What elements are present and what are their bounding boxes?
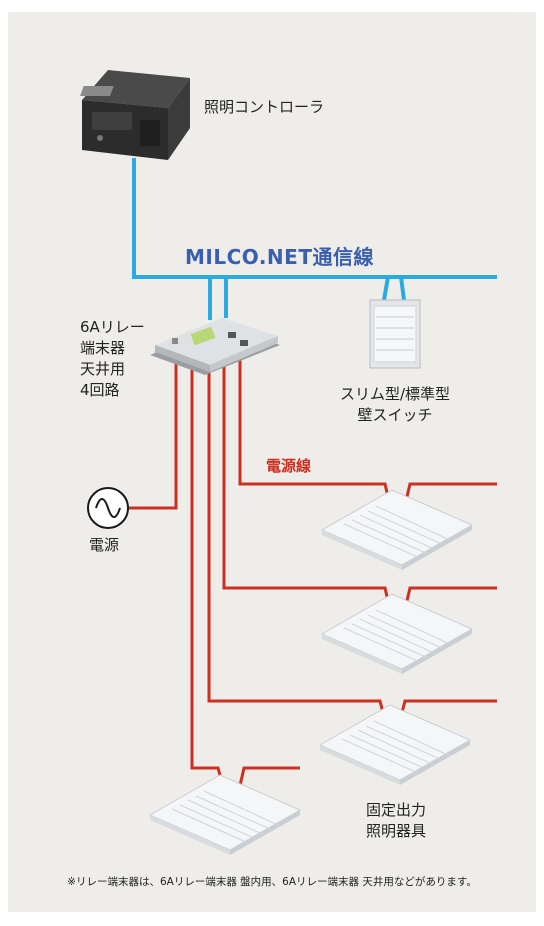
power-source-symbol	[87, 487, 129, 529]
light-fixture-1	[321, 489, 473, 571]
power-line-label: 電源線	[266, 457, 312, 475]
wall-switch	[369, 299, 421, 369]
power-line-1	[238, 356, 392, 506]
switch-network-branch-left	[382, 276, 390, 301]
light-fixture-4	[149, 774, 301, 856]
controller-label: 照明コントローラ	[204, 98, 325, 116]
lighting-controller	[80, 70, 190, 160]
relay-unit	[150, 318, 280, 375]
network-lines	[132, 158, 497, 320]
controller-network-line	[132, 158, 212, 320]
relay-unit-label: 6Aリレー 端末器 天井用 4回路	[80, 318, 145, 399]
network-line-label: MILCO.NET通信線	[185, 245, 374, 269]
power-line-4-out	[237, 766, 300, 791]
power-source-label: 電源	[89, 536, 120, 554]
fixtures-label: 固定出力 照明器具	[365, 801, 426, 840]
light-fixture-3	[319, 704, 471, 786]
switch-network-branch-right	[399, 276, 406, 301]
diagram-panel	[8, 12, 536, 912]
power-source-line	[128, 362, 178, 510]
footnote: ※リレー端末器は、6Aリレー端末器 盤内用、6Aリレー端末器 天井用などがありま…	[67, 876, 477, 888]
light-fixture-2	[321, 593, 473, 675]
wall-switch-label: スリム型/標準型 壁スイッチ	[339, 385, 451, 424]
